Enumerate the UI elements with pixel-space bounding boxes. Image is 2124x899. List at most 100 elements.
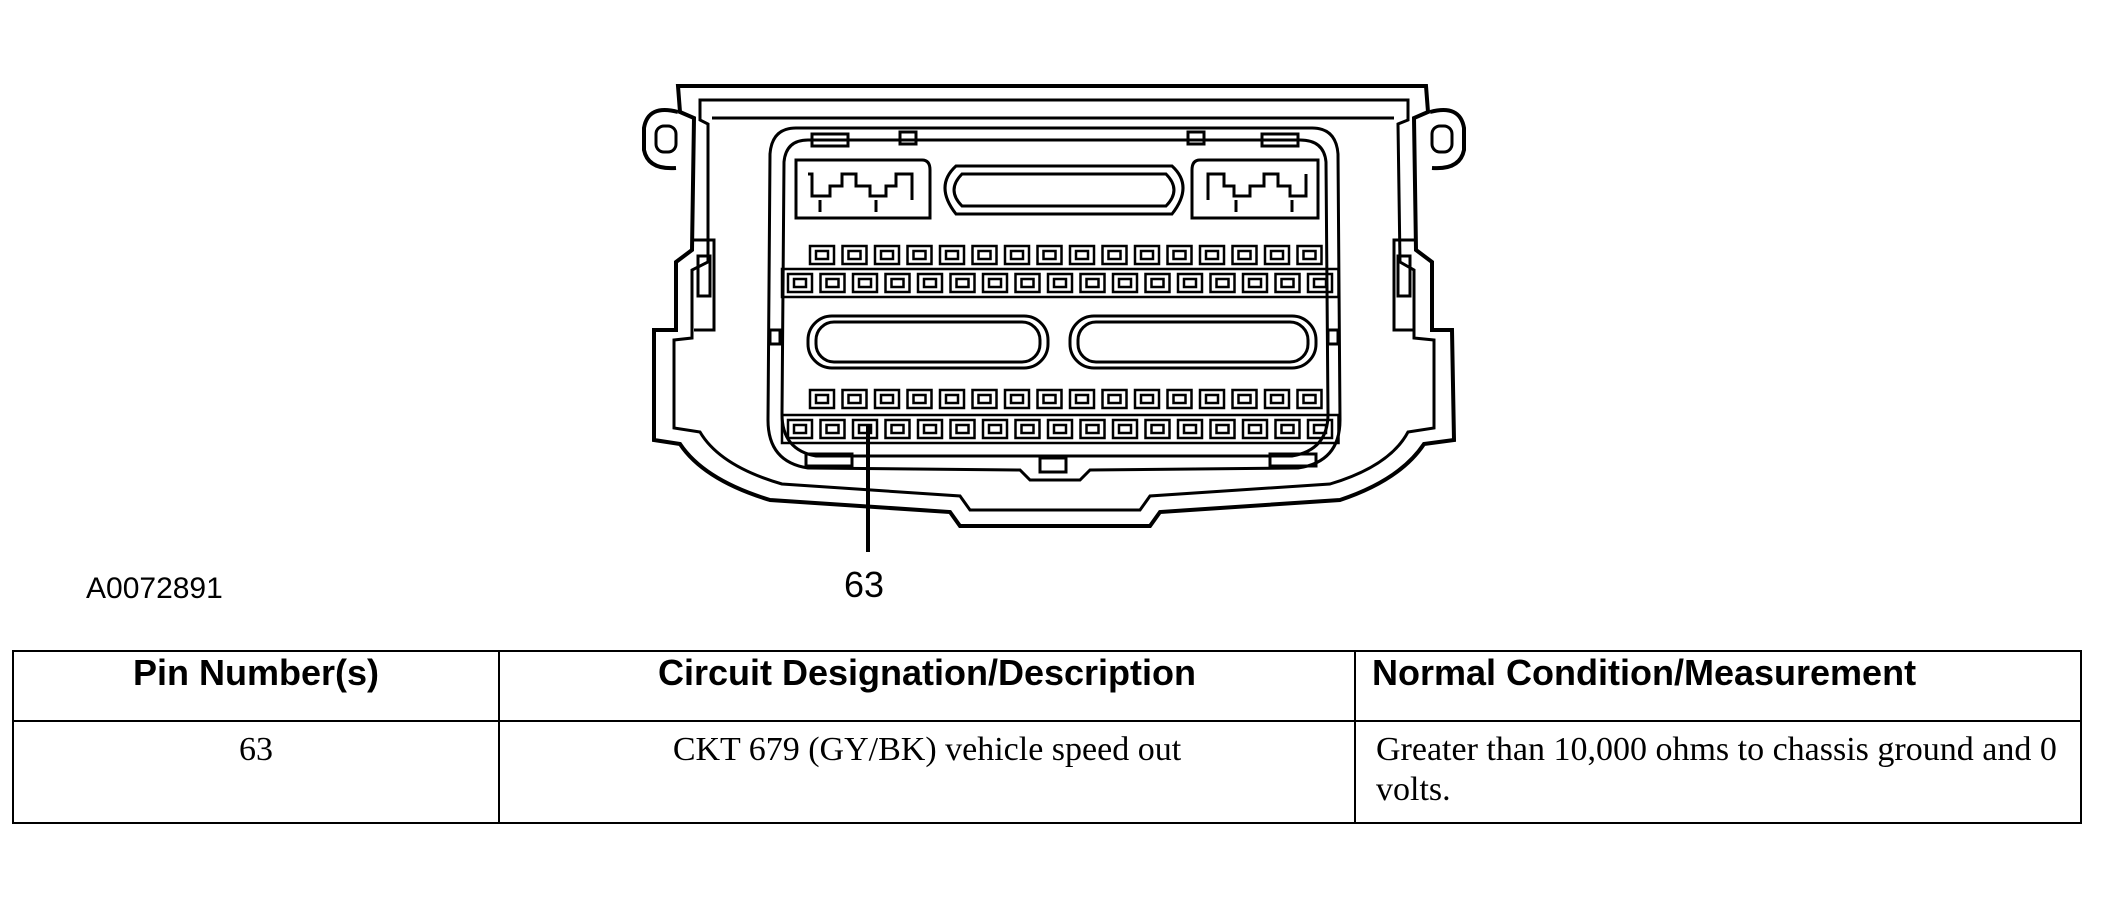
pin-terminal-socket <box>1117 423 1133 435</box>
pin-terminal <box>916 272 944 294</box>
pin-terminal-socket <box>1172 249 1187 261</box>
pin-terminal <box>808 244 836 266</box>
pin-terminal <box>1176 418 1204 440</box>
pin-terminal-socket <box>1302 393 1317 405</box>
pin-terminal-socket <box>1150 423 1165 435</box>
pin-terminal-socket <box>955 423 970 435</box>
pin-terminal-socket <box>814 393 830 405</box>
pin-terminal-socket <box>1074 393 1090 405</box>
pin-terminal <box>1144 272 1171 294</box>
header-circuit: Circuit Designation/Description <box>498 651 1356 722</box>
pin-terminal-socket <box>1312 423 1328 435</box>
pin-terminal-socket <box>1042 249 1057 261</box>
pin-terminal-socket <box>1269 249 1285 261</box>
pin-terminal <box>1198 388 1226 410</box>
pin-terminal-socket <box>857 423 873 435</box>
pin-terminal <box>1079 272 1106 294</box>
pin-terminal <box>1176 272 1204 294</box>
pin-terminal-socket <box>792 423 808 435</box>
pin-terminal <box>971 388 998 410</box>
pin-terminal <box>1101 388 1128 410</box>
pin-terminal-socket <box>890 423 905 435</box>
pin-terminal-socket <box>977 249 992 261</box>
pin-terminal-socket <box>1269 393 1285 405</box>
pin-terminal-socket <box>1085 277 1100 289</box>
pin-row-frame <box>780 413 1340 445</box>
pin-terminal-socket <box>1182 423 1198 435</box>
connector-diagram <box>642 84 1466 552</box>
pin-terminal <box>1296 388 1323 410</box>
pin-terminal <box>1046 272 1074 294</box>
pin-terminal <box>1166 388 1193 410</box>
pin-terminal <box>1014 418 1041 440</box>
pin-terminal <box>916 418 944 440</box>
pin-terminal-socket <box>1139 249 1155 261</box>
pin-terminal <box>1274 418 1301 440</box>
pin-terminal-socket <box>1107 393 1122 405</box>
pin-terminal <box>808 388 836 410</box>
pin-terminal-socket <box>825 423 840 435</box>
cell-circuit: CKT 679 (GY/BK) vehicle speed out <box>498 721 1356 823</box>
pin-terminal-socket <box>1280 423 1295 435</box>
pin-terminal <box>1111 272 1139 294</box>
pin-terminal <box>1209 418 1236 440</box>
pin-table: Pin Number(s) Circuit Designation/Descri… <box>12 650 2082 824</box>
table-header-row: Pin Number(s) Circuit Designation/Descri… <box>12 651 2082 722</box>
pin-terminal <box>873 388 901 410</box>
pin-terminal-socket <box>847 393 862 405</box>
pin-terminal <box>1133 244 1161 266</box>
pin-terminal-socket <box>1237 249 1252 261</box>
cell-pin: 63 <box>12 721 500 823</box>
pin-terminal <box>981 272 1009 294</box>
pin-terminal-socket <box>1117 277 1133 289</box>
pin-terminal <box>1046 418 1074 440</box>
pin-terminal <box>841 388 868 410</box>
connector-housing <box>642 84 1466 528</box>
pin-terminal <box>1036 388 1063 410</box>
pin-terminal <box>1296 244 1323 266</box>
pin-terminal-socket <box>857 277 873 289</box>
pin-terminal-socket <box>977 393 992 405</box>
pin-terminal-socket <box>1020 423 1035 435</box>
pin-terminal <box>1068 244 1096 266</box>
pin-terminal-socket <box>922 423 938 435</box>
pin-terminal <box>819 418 846 440</box>
pin-terminal <box>1003 244 1031 266</box>
pin-terminal <box>1306 272 1334 294</box>
pin-terminal <box>884 418 911 440</box>
pin-terminal-socket <box>922 277 938 289</box>
pin-terminal-socket <box>944 249 960 261</box>
pin-terminal-socket <box>847 249 862 261</box>
pin-terminal-socket <box>1215 277 1230 289</box>
pin-terminal-socket <box>1215 423 1230 435</box>
oval-slots <box>806 314 1318 370</box>
pin-terminal-socket <box>825 277 840 289</box>
pin-terminal <box>1263 388 1291 410</box>
pin-terminal <box>1133 388 1161 410</box>
pin-terminal-socket <box>1182 277 1198 289</box>
pin-terminal <box>1231 244 1258 266</box>
pin-terminal <box>949 418 976 440</box>
pin-terminal-socket <box>987 423 1003 435</box>
pin-terminal <box>938 388 966 410</box>
pin-terminal <box>1003 388 1031 410</box>
pin-terminal-socket <box>1085 423 1100 435</box>
pin-terminal-socket <box>1107 249 1122 261</box>
pin-terminal <box>938 244 966 266</box>
pin-terminal <box>1209 272 1236 294</box>
pin-terminal <box>906 244 933 266</box>
pin-terminal <box>786 272 814 294</box>
pin-terminal-socket <box>1247 423 1263 435</box>
pin-terminal <box>1241 418 1269 440</box>
pin-terminal <box>1111 418 1139 440</box>
header-normal-condition: Normal Condition/Measurement <box>1354 651 2082 722</box>
pin-terminal-socket <box>1172 393 1187 405</box>
pin-terminal-socket <box>1247 277 1263 289</box>
header-pin-numbers: Pin Number(s) <box>12 651 500 722</box>
pin-terminal <box>906 388 933 410</box>
pin-terminal-socket <box>1020 277 1035 289</box>
pin-terminal-socket <box>955 277 970 289</box>
pin-callout-label: 63 <box>844 564 885 605</box>
pin-terminal <box>1231 388 1258 410</box>
pin-terminal-socket <box>1150 277 1165 289</box>
